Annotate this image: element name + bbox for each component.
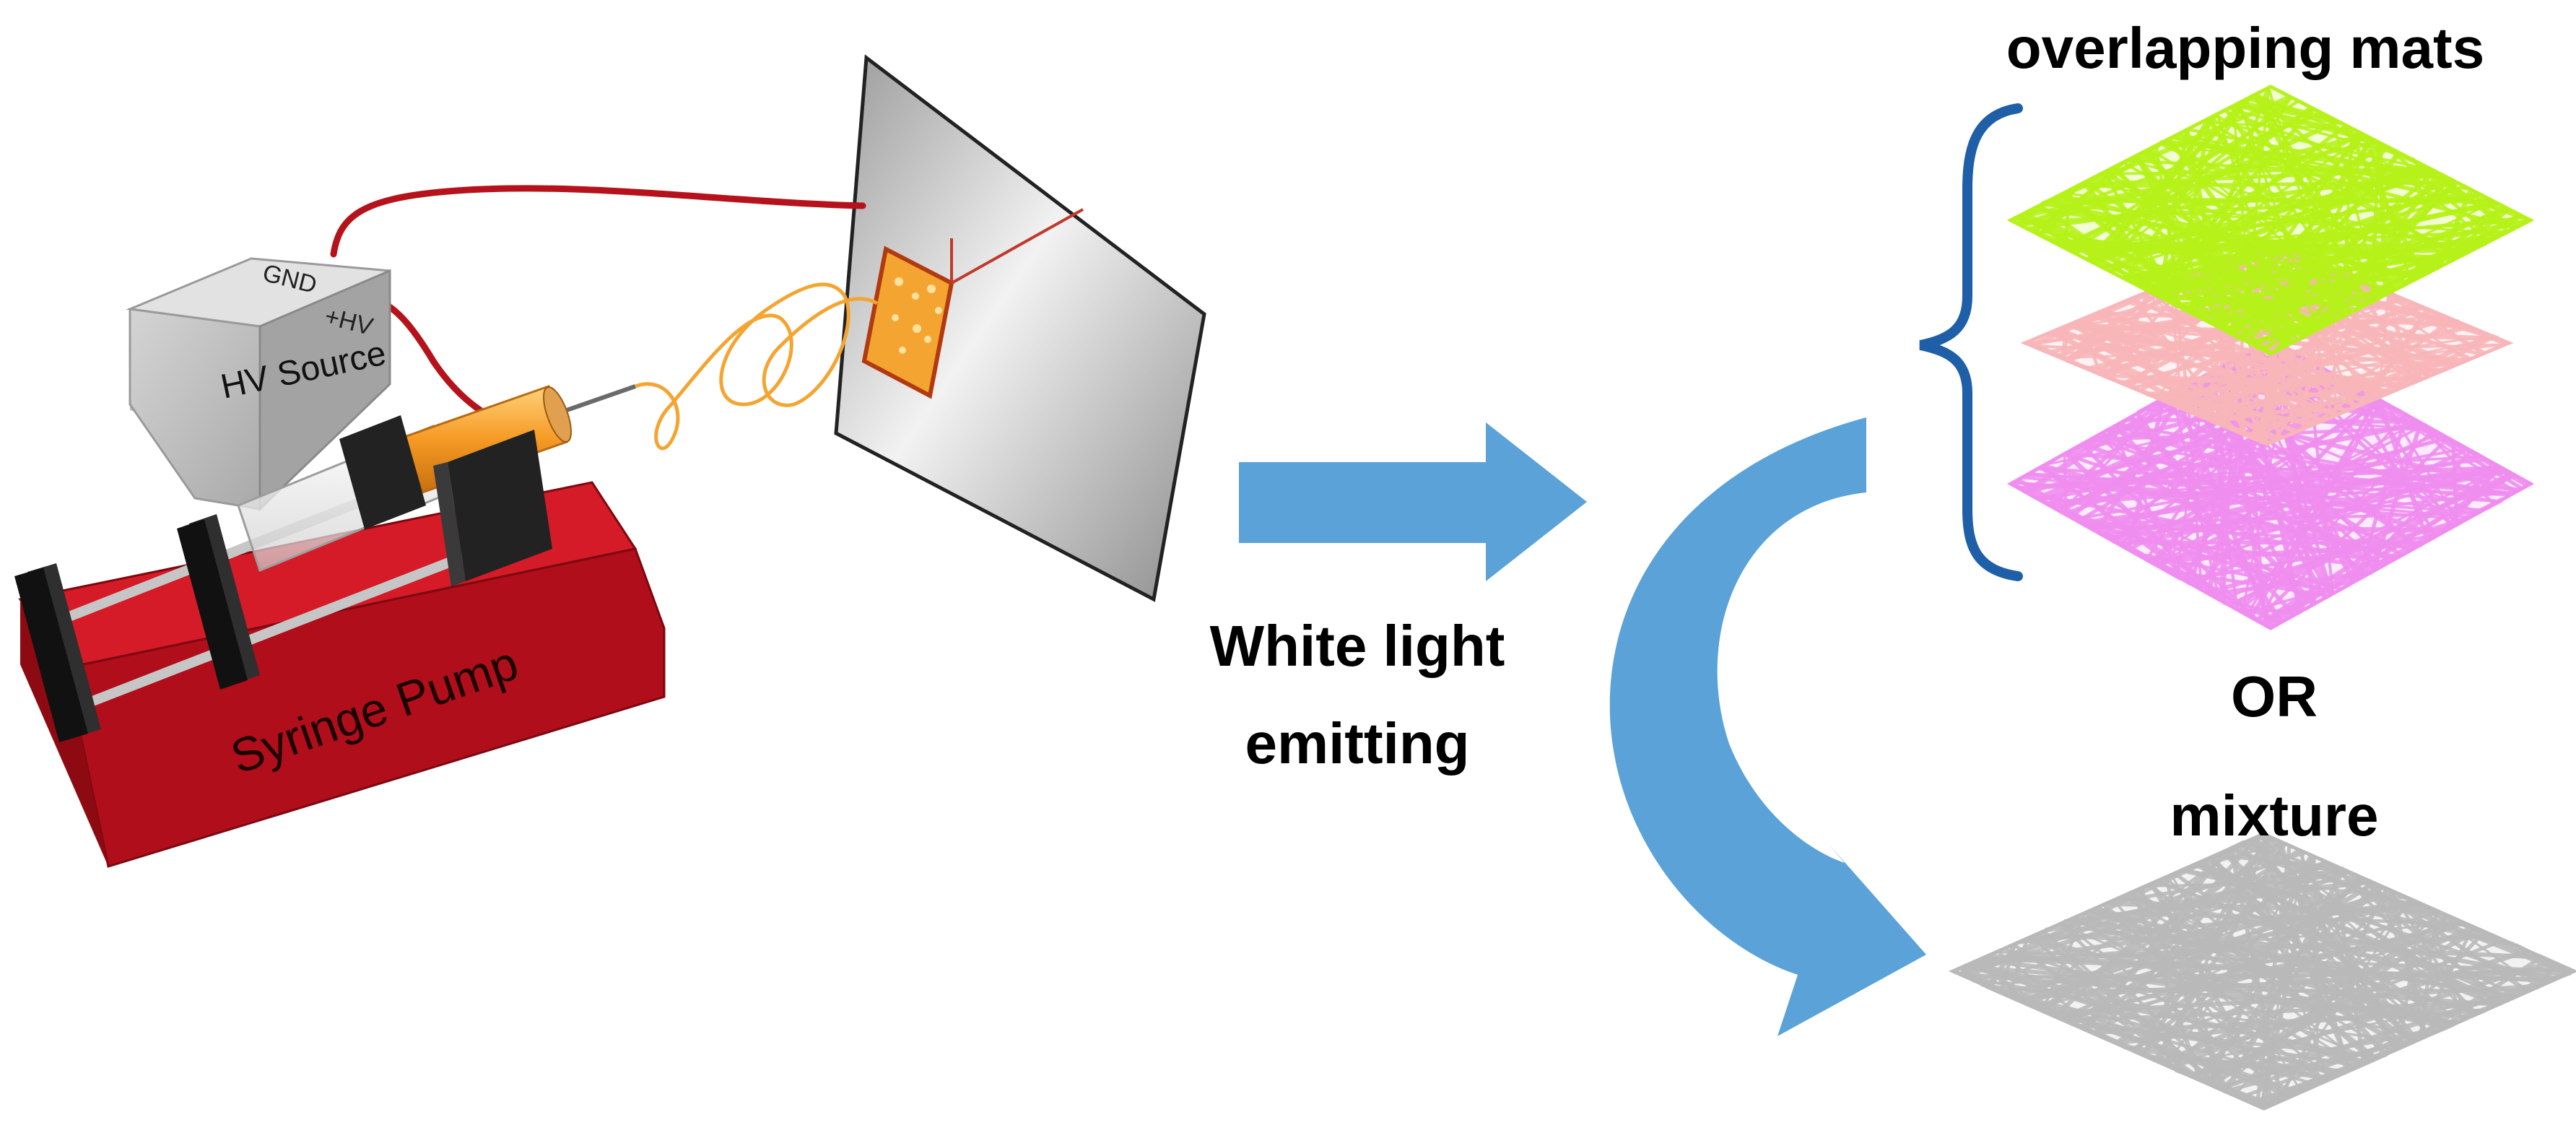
or-label: OR xyxy=(2166,664,2383,729)
emitting-label: emitting xyxy=(1170,711,1545,776)
process-arrow xyxy=(1239,422,1587,581)
hv-wires xyxy=(334,188,863,430)
collector-plate xyxy=(836,58,1204,599)
layer-brace xyxy=(1920,108,2018,576)
fiber-mat-green xyxy=(2011,87,2531,354)
white-light-label: White light xyxy=(1170,614,1545,679)
fiber-mat-gray xyxy=(1953,834,2574,1108)
overlapping-mats-label: overlapping mats xyxy=(1949,16,2541,81)
syringe-pump: Syringe Pump xyxy=(14,384,664,866)
curved-arrow xyxy=(1610,417,1926,1036)
mixture-label: mixture xyxy=(2108,783,2440,848)
